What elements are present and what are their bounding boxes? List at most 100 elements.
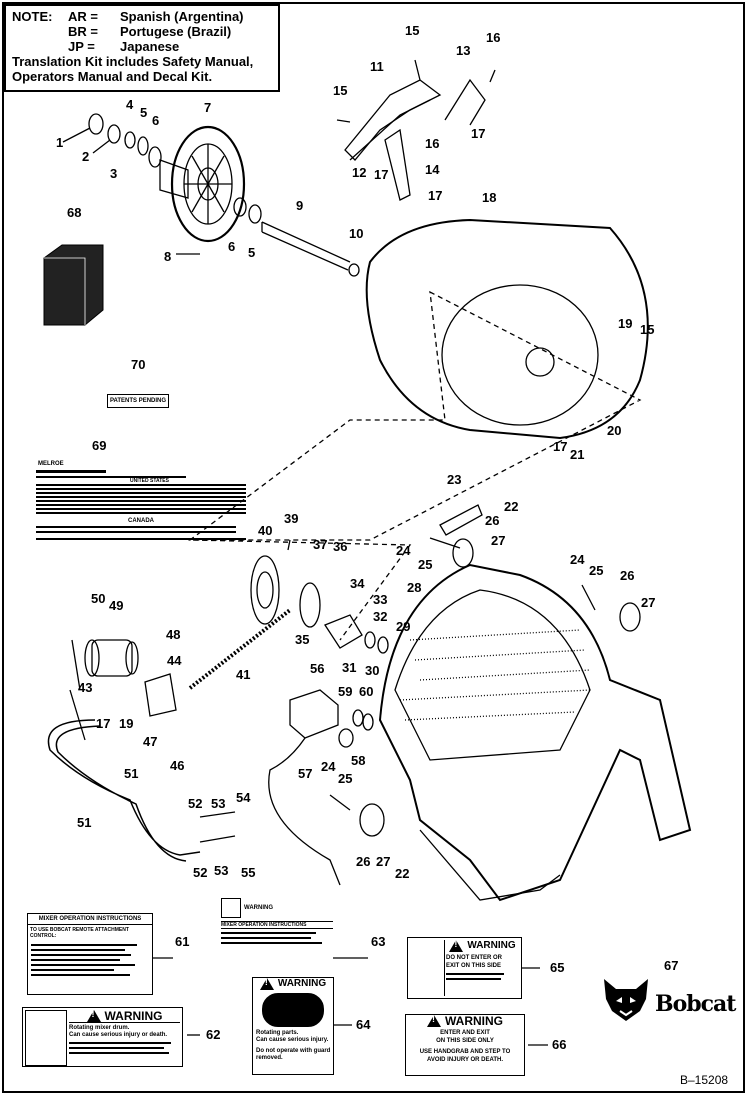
note-kit-line1: Translation Kit includes Safety Manual, — [12, 54, 254, 69]
part-30-washer — [377, 636, 389, 654]
callout-5: 5 — [140, 105, 148, 120]
callout-70: 70 — [131, 357, 146, 372]
callout-11: 11 — [370, 59, 384, 74]
part-56-control-box — [289, 689, 339, 739]
part-59-ring — [352, 709, 364, 727]
decal-61-sub: TO USE BOBCAT REMOTE ATTACHMENT CONTROL: — [30, 927, 129, 939]
callout-24c: 24 — [321, 759, 336, 774]
callout-24b: 24 — [570, 552, 585, 567]
part-65-decal: WARNING DO NOT ENTER OR EXIT ON THIS SID… — [407, 937, 522, 999]
callout-22b: 22 — [395, 866, 410, 881]
part-70-decal: PATENTS PENDING — [107, 394, 169, 408]
callout-19: 19 — [618, 316, 633, 331]
part-6b-seal — [233, 197, 247, 217]
callout-53: 53 — [211, 796, 226, 811]
part-41-chain — [188, 608, 292, 690]
note-text-jp: Japanese — [120, 39, 180, 54]
part-6-seal — [148, 146, 162, 168]
callout-69: 69 — [92, 438, 107, 453]
callout-15: 15 — [405, 23, 420, 38]
note-label: NOTE: — [12, 9, 53, 24]
callout-26: 26 — [485, 513, 500, 528]
decal-63-head: WARNING — [244, 905, 273, 911]
callout-32: 32 — [373, 609, 388, 624]
note-text-br: Portugese (Brazil) — [120, 24, 232, 39]
callout-57: 57 — [298, 766, 313, 781]
callout-17b: 17 — [374, 167, 389, 182]
callout-52b: 52 — [193, 865, 208, 880]
callout-33: 33 — [373, 592, 388, 607]
callout-47: 47 — [143, 734, 158, 749]
callout-28: 28 — [407, 580, 422, 595]
part-64-decal: WARNING Rotating parts. Can cause seriou… — [252, 977, 334, 1075]
part-4-washer — [124, 131, 136, 149]
mount-guide-box — [192, 539, 412, 641]
callout-56: 56 — [310, 661, 325, 676]
note-text-ar: Spanish (Argentina) — [120, 9, 244, 24]
callout-17e: 17 — [96, 716, 111, 731]
callout-27c: 27 — [376, 854, 391, 869]
callout-62: 62 — [206, 1027, 221, 1042]
callout-20: 20 — [607, 423, 622, 438]
callout-63: 63 — [371, 934, 386, 949]
callout-51: 51 — [124, 766, 139, 781]
decal-66-line1: ENTER AND EXIT — [440, 1030, 490, 1036]
callout-16b: 16 — [425, 136, 440, 151]
callout-24: 24 — [396, 543, 411, 558]
part-12-bracket — [349, 99, 431, 161]
decal-62-pictogram — [25, 1010, 67, 1066]
callout-27: 27 — [491, 533, 506, 548]
bobcat-logo: Bobcat — [600, 975, 736, 1025]
part-5-bearing — [137, 136, 149, 156]
part-58-knob — [338, 728, 354, 748]
callout-64: 64 — [356, 1017, 371, 1032]
callout-9: 9 — [296, 198, 304, 213]
callout-30: 30 — [365, 663, 380, 678]
decal-64-pictogram — [262, 993, 324, 1027]
part-62-decal: WARNING Rotating mixer drum. Can cause s… — [22, 1007, 183, 1067]
callout-35: 35 — [295, 632, 310, 647]
callout-15c: 15 — [640, 322, 655, 337]
part-1-cap — [88, 113, 104, 135]
part-60-ring — [362, 713, 374, 731]
decal-64-warn: WARNING — [277, 978, 327, 989]
part-40-sprocket — [250, 555, 280, 625]
decal-62-warn: WARNING — [104, 1009, 163, 1023]
decal-65-pictogram — [410, 940, 445, 996]
callout-48: 48 — [166, 627, 181, 642]
part-47-plate — [144, 673, 177, 717]
callout-3: 3 — [110, 166, 118, 181]
callout-15b: 15 — [333, 83, 348, 98]
part-7-sprocket — [170, 125, 246, 243]
decal-66-line4: AVOID INJURY OR DEATH. — [426, 1057, 504, 1063]
callout-16: 16 — [486, 30, 501, 45]
callout-8: 8 — [164, 249, 172, 264]
callout-34: 34 — [350, 576, 365, 591]
callout-36: 36 — [333, 539, 348, 554]
callout-23: 23 — [447, 472, 462, 487]
callout-7: 7 — [204, 100, 212, 115]
decal-65-warn: WARNING — [467, 940, 516, 951]
callout-27b: 27 — [641, 595, 656, 610]
part-10-washer — [348, 263, 360, 277]
part-56-cable — [268, 737, 341, 886]
callout-51b: 51 — [77, 815, 92, 830]
callout-13: 13 — [456, 43, 471, 58]
part-68-manual-box — [43, 244, 104, 326]
decal-66-line2: ON THIS SIDE ONLY — [436, 1038, 494, 1044]
decal-63-pictogram — [221, 898, 241, 918]
callout-49: 49 — [109, 598, 124, 613]
callout-17: 17 — [471, 126, 486, 141]
callout-65: 65 — [550, 960, 565, 975]
callout-55: 55 — [241, 865, 256, 880]
decal-61-title: MIXER OPERATION INSTRUCTIONS — [28, 914, 152, 925]
callout-10: 10 — [349, 226, 364, 241]
decal-64-line2: Can cause serious injury. — [256, 1037, 329, 1043]
bobcat-head-icon — [604, 979, 648, 1021]
decal-63-title: MIXER OPERATION INSTRUCTIONS — [221, 921, 333, 929]
callout-22: 22 — [504, 499, 519, 514]
note-code-jp: JP = — [68, 39, 95, 54]
part-69-patent-decal — [36, 470, 246, 540]
decal-66-warn: WARNING — [445, 1014, 503, 1028]
callout-40: 40 — [258, 523, 273, 538]
